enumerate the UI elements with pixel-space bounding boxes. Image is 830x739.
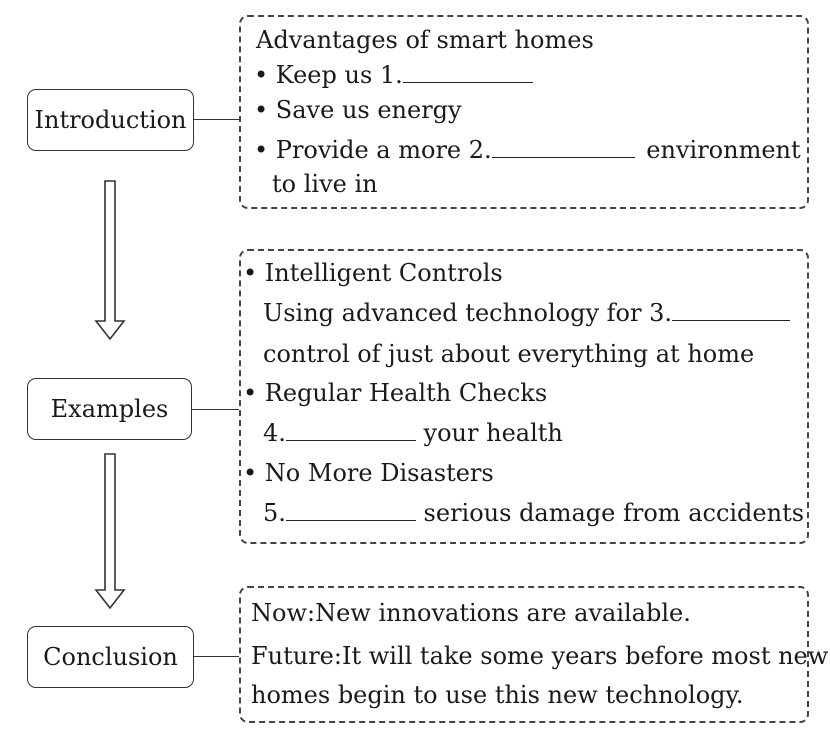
conclusion-label: Conclusion: [43, 643, 178, 671]
answer-blank-1: [402, 81, 533, 83]
conclusion-line-1: Now:New innovations are available.: [251, 599, 691, 627]
intro-item-2: • Save us energy: [254, 96, 462, 124]
example-2-title: • Regular Health Checks: [243, 379, 548, 407]
answer-blank-3: [671, 319, 790, 321]
intro-connector: [194, 119, 239, 120]
intro-item-3-cont: to live in: [272, 170, 378, 198]
conclusion-line-3: homes begin to use this new technology.: [251, 681, 744, 709]
example-1-line-1: Using advanced technology for 3.: [263, 301, 790, 325]
answer-blank-2: [491, 156, 635, 158]
down-arrow-icon: [94, 453, 126, 610]
example-3-title: • No More Disasters: [243, 459, 494, 487]
example-2-line: 4. your health: [263, 419, 563, 447]
answer-blank-4: [285, 439, 416, 441]
conclusion-details-box: [239, 586, 809, 723]
intro-heading: Advantages of smart homes: [256, 26, 594, 54]
conclusion-box: Conclusion: [27, 626, 194, 688]
examples-label: Examples: [50, 395, 169, 423]
example-3-line: 5. serious damage from accidents: [263, 499, 805, 527]
introduction-box: Introduction: [27, 89, 194, 151]
intro-item-3: • Provide a more 2. environment: [254, 136, 801, 164]
intro-item-1: • Keep us 1.: [254, 63, 533, 87]
conclusion-connector: [194, 656, 239, 657]
introduction-label: Introduction: [34, 106, 187, 134]
intro-details-box: [239, 15, 809, 209]
down-arrow-icon: [94, 180, 126, 341]
example-1-title: • Intelligent Controls: [243, 259, 503, 287]
examples-box: Examples: [27, 378, 192, 440]
answer-blank-5: [285, 519, 416, 521]
conclusion-line-2: Future:It will take some years before mo…: [251, 642, 829, 670]
examples-details-box: [239, 249, 809, 544]
example-1-line-2: control of just about everything at home: [263, 340, 755, 368]
examples-connector: [192, 409, 239, 410]
